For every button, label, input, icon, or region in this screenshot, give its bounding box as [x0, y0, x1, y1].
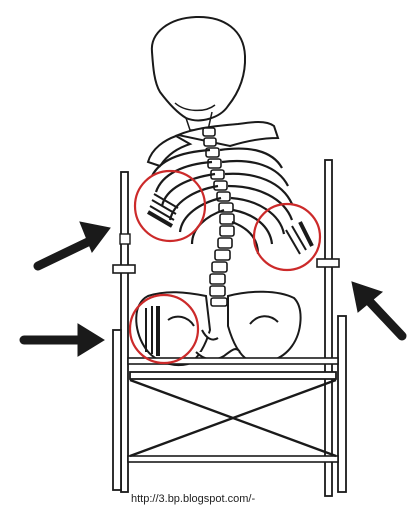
lumbar-spine: [211, 298, 227, 306]
figure-caption: http://3.bp.blogspot.com/-: [131, 491, 311, 507]
